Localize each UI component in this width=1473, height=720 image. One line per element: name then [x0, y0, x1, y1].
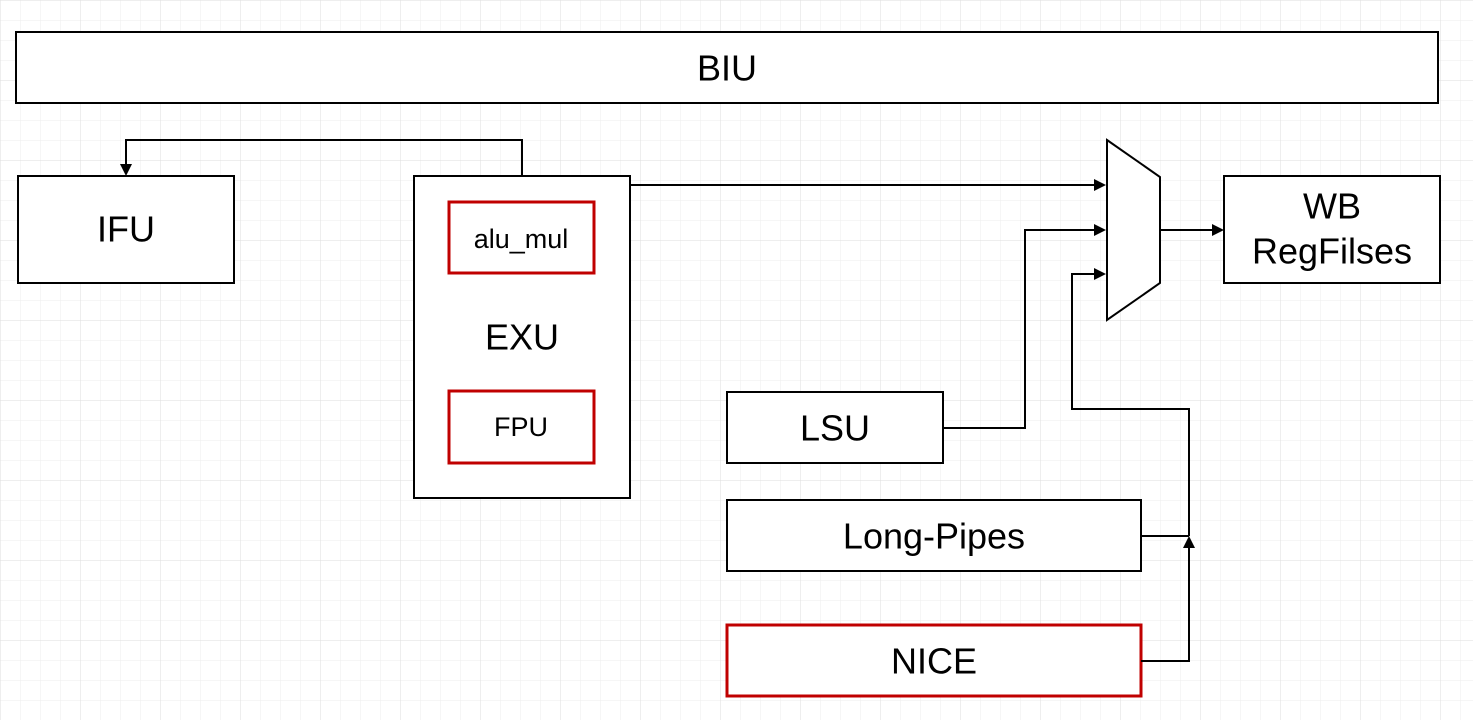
fpu-label: FPU — [494, 412, 548, 442]
lsu-label: LSU — [800, 408, 870, 449]
biu-block[interactable]: BIU — [15, 31, 1439, 104]
exu-label: EXU — [485, 317, 559, 358]
wire-nice-to-junction — [1141, 546, 1190, 662]
long-pipes-label: Long-Pipes — [843, 516, 1025, 557]
biu-label: BIU — [697, 48, 757, 89]
lsu-block[interactable]: LSU — [726, 391, 944, 464]
alu-mul-block[interactable]: alu_mul — [447, 200, 596, 275]
nice-label: NICE — [891, 641, 977, 682]
arrowhead-ifu — [120, 164, 132, 176]
ifu-label: IFU — [97, 209, 155, 250]
wb-regfiles-block[interactable]: WB RegFilses — [1223, 175, 1441, 284]
wb-label-line2: RegFilses — [1252, 231, 1412, 272]
long-pipes-block[interactable]: Long-Pipes — [726, 499, 1142, 572]
connections — [120, 139, 1224, 662]
wire-junction-to-mux — [1071, 273, 1190, 536]
nice-block[interactable]: NICE — [725, 623, 1143, 698]
arrowhead-junction — [1183, 536, 1195, 548]
ifu-block[interactable]: IFU — [17, 175, 235, 284]
wb-label-line1: WB — [1303, 186, 1361, 227]
alu-mul-label: alu_mul — [474, 224, 569, 254]
arrowhead-wb — [1212, 224, 1224, 236]
wire-exu-to-ifu — [125, 139, 523, 176]
arrowhead-mux-lsu — [1094, 224, 1106, 236]
fpu-block[interactable]: FPU — [447, 389, 596, 465]
arrowhead-mux-longpipes — [1094, 268, 1106, 280]
wire-lsu-to-mux — [943, 229, 1096, 429]
arrowhead-mux-exu — [1094, 179, 1106, 191]
mux-icon — [1106, 138, 1161, 322]
